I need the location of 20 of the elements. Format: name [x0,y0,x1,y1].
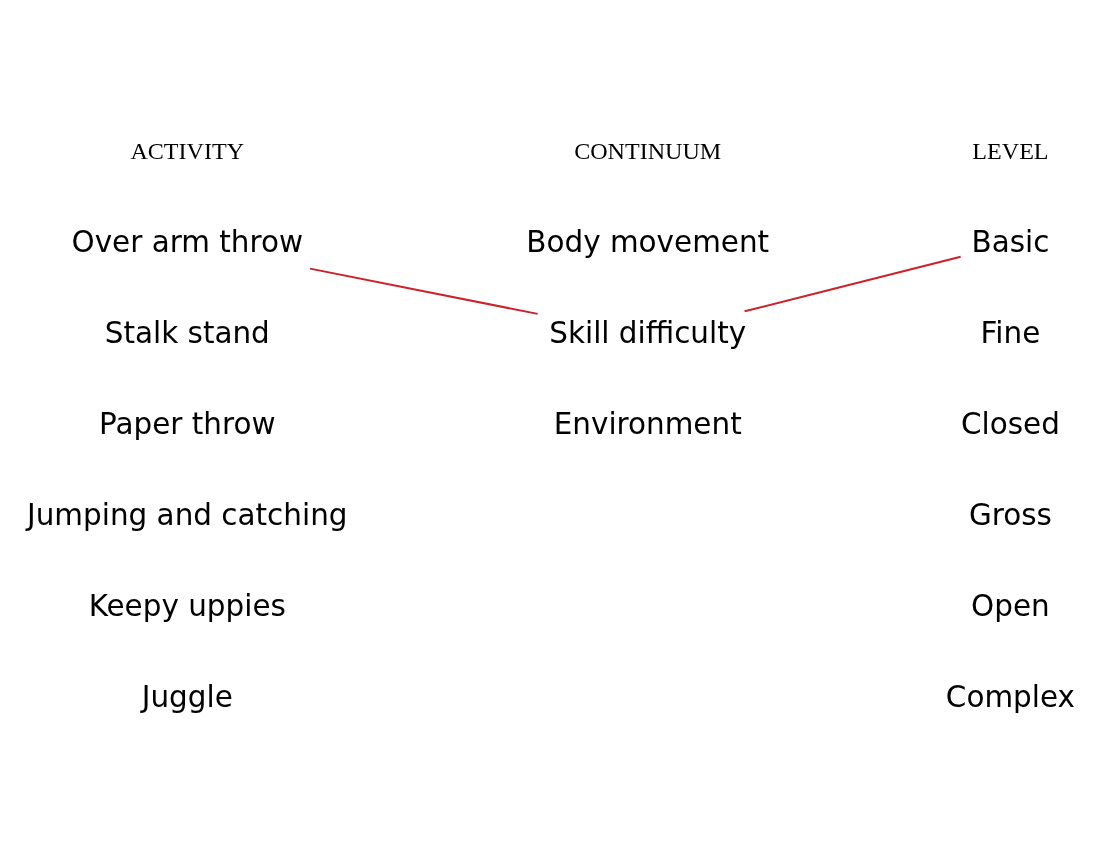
label: Body movement [526,224,770,259]
node-text: Basic [971,224,1050,259]
label: Closed [961,407,1060,441]
label: Keepy uppies [88,589,286,624]
label: LEVEL [972,138,1049,165]
label: Open [971,589,1050,624]
label: Environment [553,407,742,441]
label: Jumping and catching [27,498,348,533]
connector [309,267,538,315]
label: Fine [980,315,1041,350]
label: ACTIVITY [130,138,245,165]
connector [744,255,961,313]
node-text: Over arm throw [71,224,304,259]
label: CONTINUUM [574,138,722,165]
label: Stalk stand [104,315,270,350]
label: Juggle [141,680,233,715]
label: Complex [945,680,1076,715]
node-text: Skill difficulty [549,315,747,350]
label: Paper throw [99,407,276,441]
label: Gross [968,498,1052,533]
